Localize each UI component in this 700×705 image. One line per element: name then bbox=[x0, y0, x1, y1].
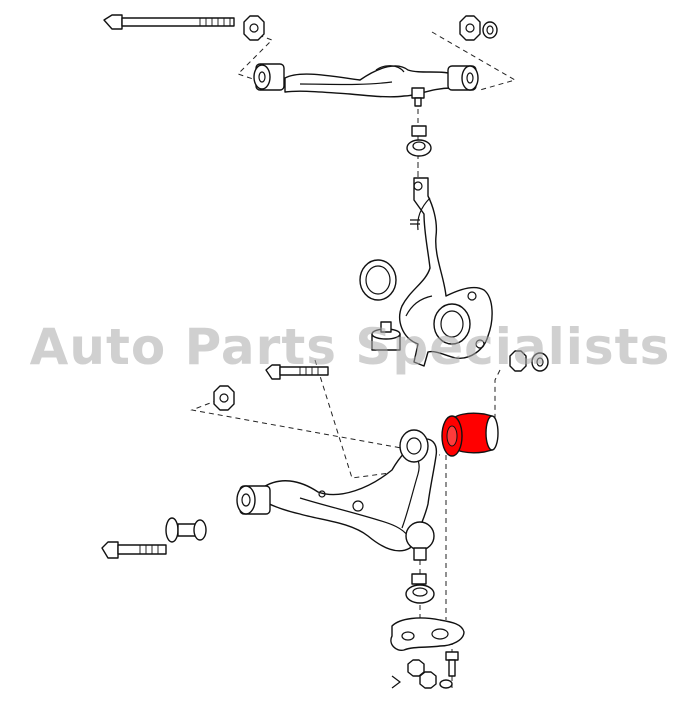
lower-arm-cam-nut bbox=[213, 385, 235, 411]
lower-ball-joint-nut bbox=[405, 573, 435, 604]
lower-arm-front-bolt bbox=[101, 541, 167, 559]
cotter-pin bbox=[410, 219, 420, 225]
lower-arm-washer-right bbox=[531, 352, 549, 372]
upper-arm-nut-right bbox=[459, 15, 481, 41]
upper-control-arm bbox=[284, 65, 453, 98]
lower-control-arm bbox=[261, 429, 438, 552]
lower-arm-cam-bolt bbox=[265, 364, 329, 380]
upper-arm-bushing-left bbox=[253, 63, 285, 91]
dust-seal-ring bbox=[359, 259, 397, 301]
steering-knuckle bbox=[399, 177, 493, 367]
bracket-arrow bbox=[391, 675, 401, 689]
upper-ball-joint-nut bbox=[406, 125, 432, 157]
upper-arm-nut bbox=[243, 15, 265, 41]
bump-stopper bbox=[371, 321, 401, 351]
lower-control-arm-rear-bushing bbox=[441, 412, 499, 457]
lower-arm-nut-right bbox=[509, 350, 527, 372]
bracket-nut-1 bbox=[407, 659, 425, 677]
upper-arm-washer-right bbox=[482, 21, 498, 39]
assembly-guide-lines bbox=[190, 31, 517, 688]
lower-arm-cam-washer bbox=[165, 517, 207, 543]
upper-arm-bushing-right bbox=[447, 65, 479, 91]
bracket-nut-2 bbox=[419, 671, 437, 689]
bracket-bolt bbox=[445, 651, 459, 677]
lower-arm-front-bushing bbox=[236, 485, 271, 515]
bracket-washer bbox=[439, 679, 453, 689]
lower-ball-joint-bracket bbox=[390, 617, 465, 651]
upper-arm-bolt bbox=[103, 14, 235, 30]
upper-ball-joint bbox=[411, 87, 425, 107]
lower-ball-joint bbox=[405, 521, 435, 561]
